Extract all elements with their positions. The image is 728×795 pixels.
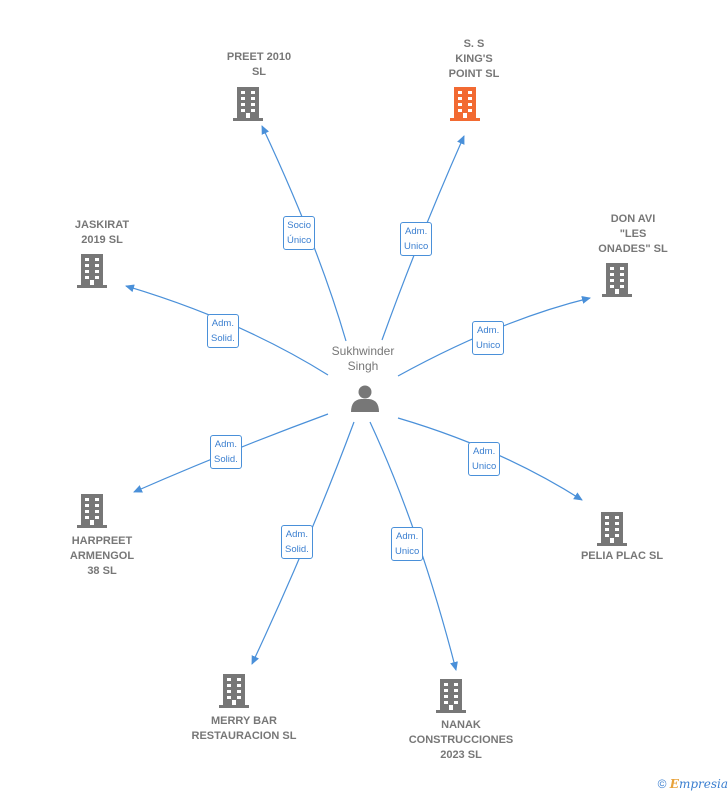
relation-label: Adm. Solid.	[281, 525, 313, 559]
relation-label: Adm. Unico	[400, 222, 433, 256]
building-icon[interactable]	[436, 679, 466, 713]
building-icon[interactable]	[77, 494, 107, 528]
building-icon[interactable]	[233, 87, 263, 121]
empresia-logo[interactable]: Empresia	[669, 777, 728, 791]
relation-label: Socio Único	[283, 216, 316, 250]
center-person-name[interactable]: Sukhwinder Singh	[331, 344, 395, 373]
node-icons	[77, 87, 632, 713]
company-pelia-plac-sl[interactable]: PELIA PLAC SL	[580, 550, 664, 562]
company-preet-2010-sl[interactable]: PREET 2010 SL	[226, 51, 292, 78]
building-icon[interactable]	[597, 512, 627, 546]
relation-label: Adm. Solid.	[207, 314, 239, 348]
company-nanak-construcciones-2023-sl[interactable]: NANAK CONSTRUCCIONES 2023 SL	[408, 719, 514, 761]
building-icon[interactable]	[602, 263, 632, 297]
relation-label: Adm. Solid.	[210, 435, 242, 469]
company-don-avi-les-onades-sl[interactable]: DON AVI "LES ONADES" SL	[598, 213, 668, 255]
company-merry-bar-restauracion-sl[interactable]: MERRY BAR RESTAURACION SL	[191, 715, 297, 742]
company-harpreet-armengol-38-sl[interactable]: HARPREET ARMENGOL 38 SL	[69, 535, 135, 577]
relation-label: Adm. Unico	[391, 527, 424, 561]
company-jaskirat-2019-sl[interactable]: JASKIRAT 2019 SL	[74, 219, 130, 246]
building-icon[interactable]	[77, 254, 107, 288]
relation-label: Adm. Unico	[468, 442, 501, 476]
footer-brand: © Empresia	[658, 777, 728, 791]
building-icon[interactable]	[219, 674, 249, 708]
company-s-s-king-s-point-sl[interactable]: S. S KING'S POINT SL	[448, 38, 500, 80]
copyright-icon: ©	[657, 777, 667, 791]
edges	[125, 125, 591, 671]
building-icon[interactable]	[450, 87, 480, 121]
person-icon[interactable]	[351, 385, 379, 413]
relation-label: Adm. Unico	[472, 321, 505, 355]
